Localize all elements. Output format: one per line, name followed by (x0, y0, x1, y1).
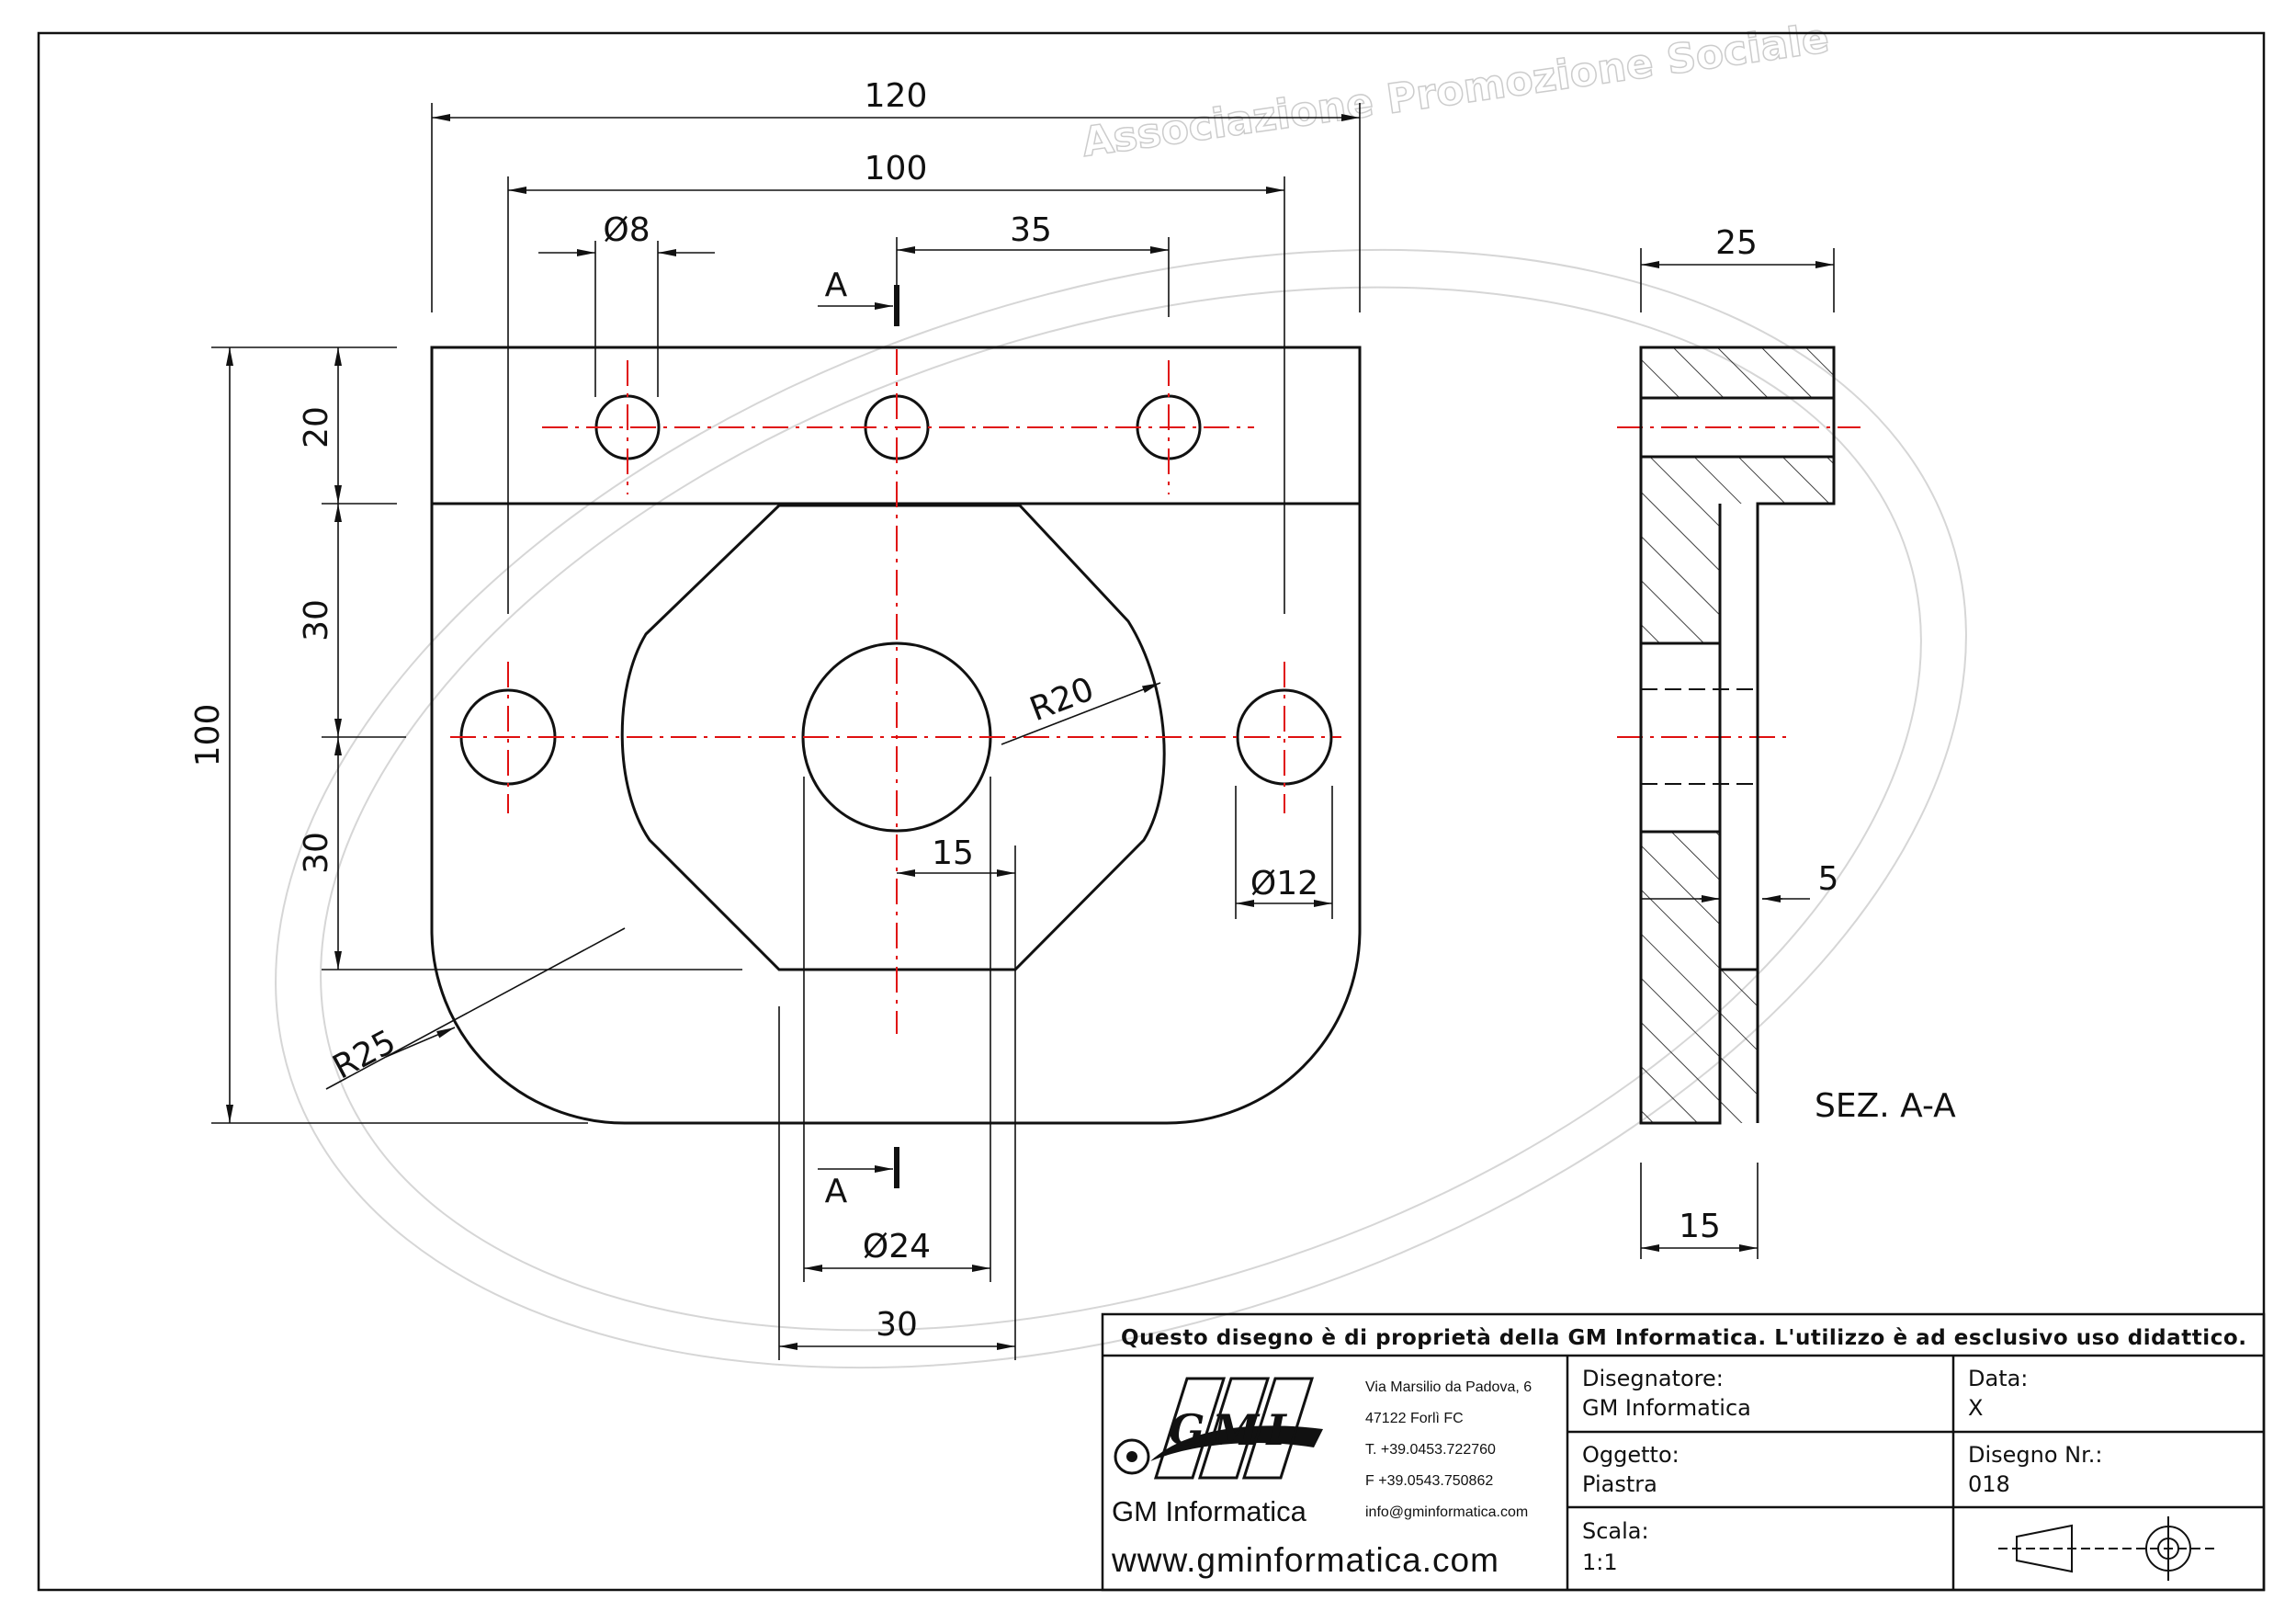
drawing-number-value: 018 (1968, 1471, 2010, 1497)
watermark-text: Associazione Promozione Sociale (1079, 15, 1831, 166)
pocket-outline (620, 504, 1166, 971)
company-logo: GMI (1114, 1377, 1323, 1480)
dim-pocket-bottom-width: 30 (876, 1306, 918, 1344)
dim-upper-height: 30 (298, 599, 335, 641)
dim-section-bottom-width: 15 (1679, 1208, 1721, 1245)
first-angle-projection-icon (1998, 1516, 2219, 1581)
section-label-top: A (825, 267, 848, 304)
logo-text: GMI (1169, 1405, 1294, 1455)
address-line-1: Via Marsilio da Padova, 6 (1365, 1379, 1532, 1395)
section-view (1639, 346, 1836, 1125)
address-phone: T. +39.0453.722760 (1365, 1442, 1496, 1458)
object-value: Piastra (1582, 1471, 1657, 1497)
dim-pocket-radius: R20 (1024, 670, 1099, 729)
address-fax: F +39.0543.750862 (1365, 1473, 1493, 1489)
date-label: Data: (1968, 1366, 2028, 1391)
dim-overall-width: 120 (865, 77, 928, 115)
company-address: Via Marsilio da Padova, 6 47122 Forlì FC… (1365, 1379, 1532, 1520)
company-website: www.gminformatica.com (1111, 1541, 1499, 1579)
dim-top-band-height: 20 (298, 406, 335, 448)
extension-lines (211, 103, 1835, 1360)
object-label: Oggetto: (1582, 1442, 1680, 1468)
address-line-2: 47122 Forlì FC (1365, 1411, 1464, 1426)
drawing-number-label: Disegno Nr.: (1968, 1442, 2103, 1468)
dimension-labels: 120 100 Ø8 35 25 20 30 30 100 R20 15 Ø12… (189, 77, 1956, 1344)
section-title: SEZ. A-A (1815, 1087, 1956, 1125)
scale-value: 1:1 (1582, 1549, 1618, 1575)
dim-section-thickness: 25 (1715, 224, 1758, 262)
dim-recess-depth: 5 (1818, 860, 1839, 898)
ownership-notice: Questo disegno è di proprietà della GM I… (1121, 1326, 2246, 1350)
dim-small-hole-diameter: Ø8 (603, 211, 650, 249)
scale-label: Scala: (1582, 1518, 1649, 1544)
dim-central-hole-diameter: Ø24 (863, 1228, 931, 1265)
designer-value: GM Informatica (1582, 1395, 1751, 1421)
date-value: X (1968, 1395, 1983, 1421)
address-email: info@gminformatica.com (1365, 1504, 1528, 1520)
section-markers (818, 285, 899, 1188)
dim-lower-height: 30 (298, 832, 335, 874)
dim-overall-height: 100 (189, 704, 227, 767)
section-label-bottom: A (825, 1173, 848, 1210)
dim-side-hole-diameter: Ø12 (1250, 865, 1318, 902)
dim-hole-offset: 35 (1010, 211, 1052, 249)
company-name: GM Informatica (1112, 1495, 1307, 1527)
title-block: Questo disegno è di proprietà della GM I… (1101, 1312, 2266, 1592)
dim-pocket-offset: 15 (932, 834, 974, 872)
dim-hole-spacing: 100 (865, 150, 928, 187)
designer-label: Disegnatore: (1582, 1366, 1724, 1391)
dimension-lines (226, 114, 1834, 1350)
